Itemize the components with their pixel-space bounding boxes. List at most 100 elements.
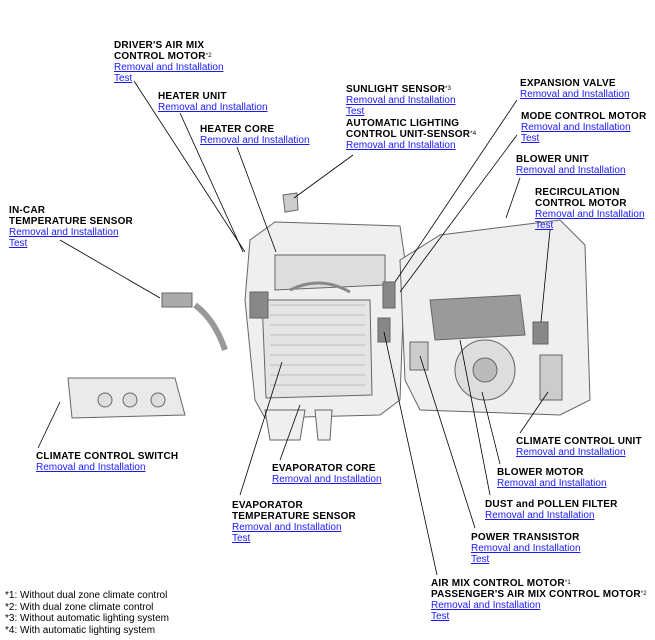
removal-installation-link[interactable]: Removal and Installation: [114, 62, 224, 73]
title-text: RECIRCULATION: [535, 187, 620, 198]
test-link[interactable]: Test: [431, 611, 450, 622]
removal-installation-link[interactable]: Removal and Installation: [272, 474, 382, 485]
removal-installation-link[interactable]: Removal and Installation: [232, 522, 342, 533]
title-text: TEMPERATURE SENSOR: [232, 511, 356, 522]
footnote-marker: *2: [640, 591, 647, 597]
title-text: EVAPORATOR CORE: [272, 463, 376, 474]
removal-installation-link[interactable]: Removal and Installation: [200, 135, 310, 146]
mode-motor-part: [382, 281, 396, 309]
title-text: CLIMATE CONTROL UNIT: [516, 436, 642, 447]
title-text: CONTROL UNIT-SENSOR: [346, 129, 471, 140]
removal-installation-link[interactable]: Removal and Installation: [516, 165, 626, 176]
callout-title: CLIMATE CONTROL SWITCH: [36, 451, 178, 462]
callout-title: TEMPERATURE SENSOR: [232, 511, 356, 522]
title-text: CLIMATE CONTROL SWITCH: [36, 451, 179, 462]
test-link[interactable]: Test: [471, 554, 490, 565]
removal-installation-link[interactable]: Removal and Installation: [516, 447, 626, 458]
removal-installation-link[interactable]: Removal and Installation: [471, 543, 581, 554]
removal-installation-link[interactable]: Removal and Installation: [497, 478, 607, 489]
removal-installation-link[interactable]: Removal and Installation: [520, 89, 630, 100]
footnote-marker: *3: [445, 86, 452, 92]
leader-lines: [37, 80, 551, 576]
removal-installation-link[interactable]: Removal and Installation: [431, 600, 541, 611]
title-text: IN-CAR: [9, 205, 46, 216]
title-text: AIR MIX CONTROL MOTOR: [431, 578, 565, 589]
footnote-marker: *2: [205, 53, 212, 59]
sunlight-sensor-part: [282, 192, 299, 213]
callout-title: SUNLIGHT SENSOR*3: [346, 84, 456, 95]
title-text: BLOWER MOTOR: [497, 467, 584, 478]
callout-title: CLIMATE CONTROL UNIT: [516, 436, 642, 447]
recirculation-motor-part: [532, 321, 549, 345]
title-text: PASSENGER'S AIR MIX CONTROL MOTOR: [431, 589, 641, 600]
callout-title: HEATER CORE: [200, 124, 310, 135]
heater-unit-housing: [244, 221, 406, 441]
dust-and-pollen-filter-part: [429, 294, 526, 341]
title-text: TEMPERATURE SENSOR: [9, 216, 133, 227]
footnote: *1: Without dual zone climate control: [5, 590, 168, 601]
test-link[interactable]: Test: [346, 106, 365, 117]
title-text: HEATER UNIT: [158, 91, 227, 102]
removal-installation-link[interactable]: Removal and Installation: [521, 122, 631, 133]
title-text: MODE CONTROL MOTOR: [521, 111, 647, 122]
drivers-air-mix-motor-part: [249, 291, 269, 319]
title-text: EVAPORATOR: [232, 500, 303, 511]
test-link[interactable]: Test: [535, 220, 554, 231]
callout-title: BLOWER UNIT: [516, 154, 626, 165]
title-text: SUNLIGHT SENSOR: [346, 84, 446, 95]
title-text: CONTROL MOTOR: [114, 51, 206, 62]
removal-installation-link[interactable]: Removal and Installation: [36, 462, 146, 473]
blower-unit-housing: [399, 219, 591, 416]
callout-title: BLOWER MOTOR: [497, 467, 607, 478]
title-text: DUST and POLLEN FILTER: [485, 499, 618, 510]
test-link[interactable]: Test: [232, 533, 251, 544]
callout-title: AUTOMATIC LIGHTING: [346, 118, 476, 129]
title-text: EXPANSION VALVE: [520, 78, 616, 89]
removal-installation-link[interactable]: Removal and Installation: [485, 510, 595, 521]
climate-control-unit-part: [539, 354, 563, 401]
test-link[interactable]: Test: [521, 133, 540, 144]
removal-installation-link[interactable]: Removal and Installation: [9, 227, 119, 238]
in-car-sensor-part: [161, 292, 193, 308]
callout-title: AIR MIX CONTROL MOTOR*1: [431, 578, 647, 589]
footnotes: *1: Without dual zone climate control *2…: [5, 590, 169, 636]
test-link[interactable]: Test: [114, 73, 133, 84]
footnote: *2: With dual zone climate control: [5, 601, 154, 613]
removal-installation-link[interactable]: Removal and Installation: [158, 102, 268, 113]
removal-installation-link[interactable]: Removal and Installation: [535, 209, 645, 220]
callout-title: DRIVER'S AIR MIX: [114, 40, 224, 51]
test-link[interactable]: Test: [9, 238, 28, 249]
callout-title: DUST and POLLEN FILTER: [485, 499, 618, 510]
removal-installation-link[interactable]: Removal and Installation: [346, 95, 456, 106]
footnote: *4: With automatic lighting system: [5, 624, 156, 636]
title-text: HEATER CORE: [200, 124, 275, 135]
footnote-marker: *4: [470, 131, 477, 137]
callout-title: EXPANSION VALVE: [520, 78, 630, 89]
callout-title: PASSENGER'S AIR MIX CONTROL MOTOR*2: [431, 589, 647, 600]
callout-title: EVAPORATOR: [232, 500, 356, 511]
title-text: AUTOMATIC LIGHTING: [346, 118, 460, 129]
removal-installation-link[interactable]: Removal and Installation: [346, 140, 456, 151]
title-text: POWER TRANSISTOR: [471, 532, 580, 543]
callout-title: EVAPORATOR CORE: [272, 463, 382, 474]
callout-title: POWER TRANSISTOR: [471, 532, 581, 543]
callout-title: IN-CAR: [9, 205, 133, 216]
air-mix-motor-part: [377, 317, 391, 343]
power-transistor-part: [409, 341, 429, 371]
